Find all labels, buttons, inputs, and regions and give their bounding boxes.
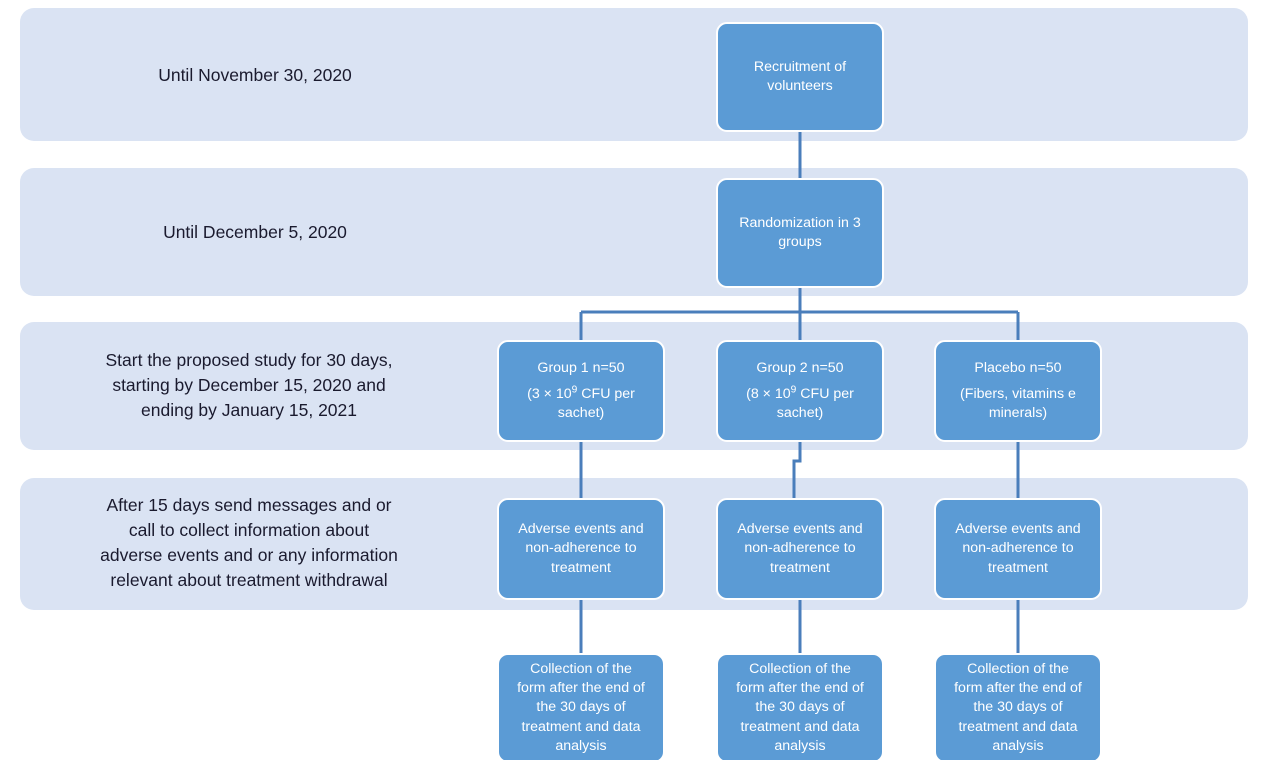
node-group-2-dose-exponent: 9 [790, 384, 797, 396]
node-group-2-dose-pre: (8 × 10 [746, 385, 791, 402]
phase-band-1-label: Until November 30, 2020 [158, 65, 352, 85]
phase-band-1 [20, 8, 1248, 141]
node-placebo[interactable]: Placebo n=50 (Fibers, vitamins e mineral… [934, 340, 1102, 442]
node-group-1-dose-post: CFU per sachet) [557, 385, 635, 422]
phase-band-3-label: Start the proposed study for 30 days, st… [105, 350, 393, 420]
node-group-1-dose-exponent: 9 [571, 384, 578, 396]
node-collection-placebo-text: Collection of the form after the end of … [954, 661, 1082, 754]
node-randomization[interactable]: Randomization in 3 groups [716, 178, 884, 288]
node-group-2-title: Group 2 n=50 [756, 359, 844, 376]
node-group-2[interactable]: Group 2 n=50 (8 × 109 CFU per sachet) [716, 340, 884, 442]
node-group-2-dose-post: CFU per sachet) [776, 385, 854, 422]
node-group-2-dose: (8 × 109 CFU per sachet) [746, 385, 854, 423]
node-group-1-dose-pre: (3 × 10 [527, 385, 572, 402]
node-adverse-events-group-2[interactable]: Adverse events and non-adherence to trea… [716, 498, 884, 600]
node-collection-placebo[interactable]: Collection of the form after the end of … [934, 653, 1102, 760]
node-collection-group-2[interactable]: Collection of the form after the end of … [716, 653, 884, 760]
node-group-1[interactable]: Group 1 n=50 (3 × 109 CFU per sachet) [497, 340, 665, 442]
node-placebo-title: Placebo n=50 [974, 359, 1062, 376]
node-group-1-title: Group 1 n=50 [537, 359, 625, 376]
node-collection-group-1-text: Collection of the form after the end of … [517, 661, 645, 754]
node-adverse-events-group-1[interactable]: Adverse events and non-adherence to trea… [497, 498, 665, 600]
node-recruitment[interactable]: Recruitment of volunteers [716, 22, 884, 132]
node-adverse-events-placebo[interactable]: Adverse events and non-adherence to trea… [934, 498, 1102, 600]
phase-band-4-label: After 15 days send messages and or call … [100, 495, 398, 590]
node-adverse-events-group-1-text: Adverse events and non-adherence to trea… [518, 521, 644, 576]
node-collection-group-2-text: Collection of the form after the end of … [736, 661, 864, 754]
node-adverse-events-group-2-text: Adverse events and non-adherence to trea… [737, 521, 863, 576]
node-collection-group-1[interactable]: Collection of the form after the end of … [497, 653, 665, 760]
phase-band-2 [20, 168, 1248, 296]
node-adverse-events-placebo-text: Adverse events and non-adherence to trea… [955, 521, 1081, 576]
node-group-1-dose: (3 × 109 CFU per sachet) [527, 385, 635, 423]
node-placebo-composition: (Fibers, vitamins e minerals) [960, 385, 1076, 422]
phase-band-2-label: Until December 5, 2020 [163, 222, 347, 242]
node-recruitment-text: Recruitment of volunteers [753, 58, 847, 94]
node-randomization-text: Randomization in 3 groups [739, 214, 861, 250]
